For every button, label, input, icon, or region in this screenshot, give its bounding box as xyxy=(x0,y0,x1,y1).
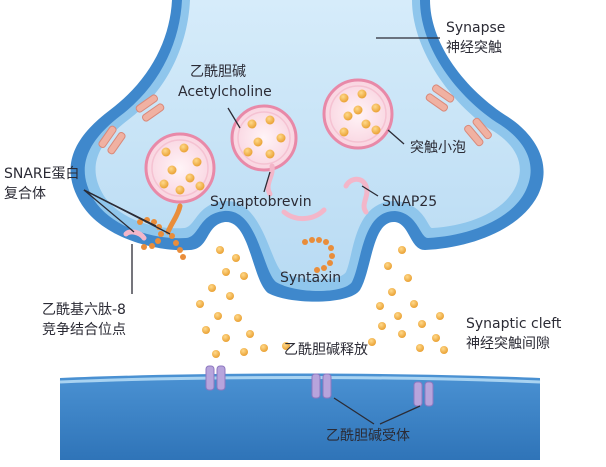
ach-receptor-3 xyxy=(413,381,434,407)
snap25-protein xyxy=(343,176,370,215)
synapse-zh-label: 神经突触 xyxy=(446,40,502,56)
cleft-zh-label: 神经突触间隙 xyxy=(466,336,550,352)
synapse-en-label: Synapse xyxy=(446,20,505,36)
ion-channel-left-2 xyxy=(98,125,126,155)
synaptobrevin-label: Synaptobrevin xyxy=(210,194,312,210)
synaptobrevin-protein xyxy=(265,163,327,221)
presynaptic-terminal xyxy=(70,0,544,302)
acetylcholine-en-label: Acetylcholine xyxy=(178,84,272,100)
receptor-label: 乙酰胆碱受体 xyxy=(326,428,410,444)
presynaptic-cytoplasm xyxy=(95,0,520,280)
snare-complex xyxy=(123,203,186,260)
vesicle-middle xyxy=(230,104,298,172)
release-label: 乙酰胆碱释放 xyxy=(284,342,368,358)
vesicle-contents xyxy=(159,89,381,195)
ion-channel-left xyxy=(135,94,165,122)
ion-channel-right-2 xyxy=(464,117,492,147)
cleft-en-label: Synaptic cleft xyxy=(466,316,562,332)
ach-receptor-2 xyxy=(311,373,332,399)
syntaxin-protein xyxy=(302,237,335,273)
snare-zh-label: 复合体 xyxy=(4,185,46,202)
syntaxin-label: Syntaxin xyxy=(280,270,341,286)
snare-en-label: SNARE蛋白 xyxy=(4,166,80,182)
snap25-label: SNAP25 xyxy=(382,194,437,210)
vesicle-label: 突触小泡 xyxy=(410,140,466,156)
peptide-label-line1: 乙酰基六肽-8 xyxy=(42,301,126,318)
peptide-label-line2: 竞争结合位点 xyxy=(42,321,126,338)
ion-channel-right xyxy=(425,84,455,112)
released-acetylcholine xyxy=(196,246,448,358)
ach-receptor-1 xyxy=(205,365,226,391)
postsynaptic-membrane xyxy=(59,373,541,460)
leader-lines xyxy=(83,37,440,425)
acetylcholine-zh-label: 乙酰胆碱 xyxy=(190,64,246,80)
